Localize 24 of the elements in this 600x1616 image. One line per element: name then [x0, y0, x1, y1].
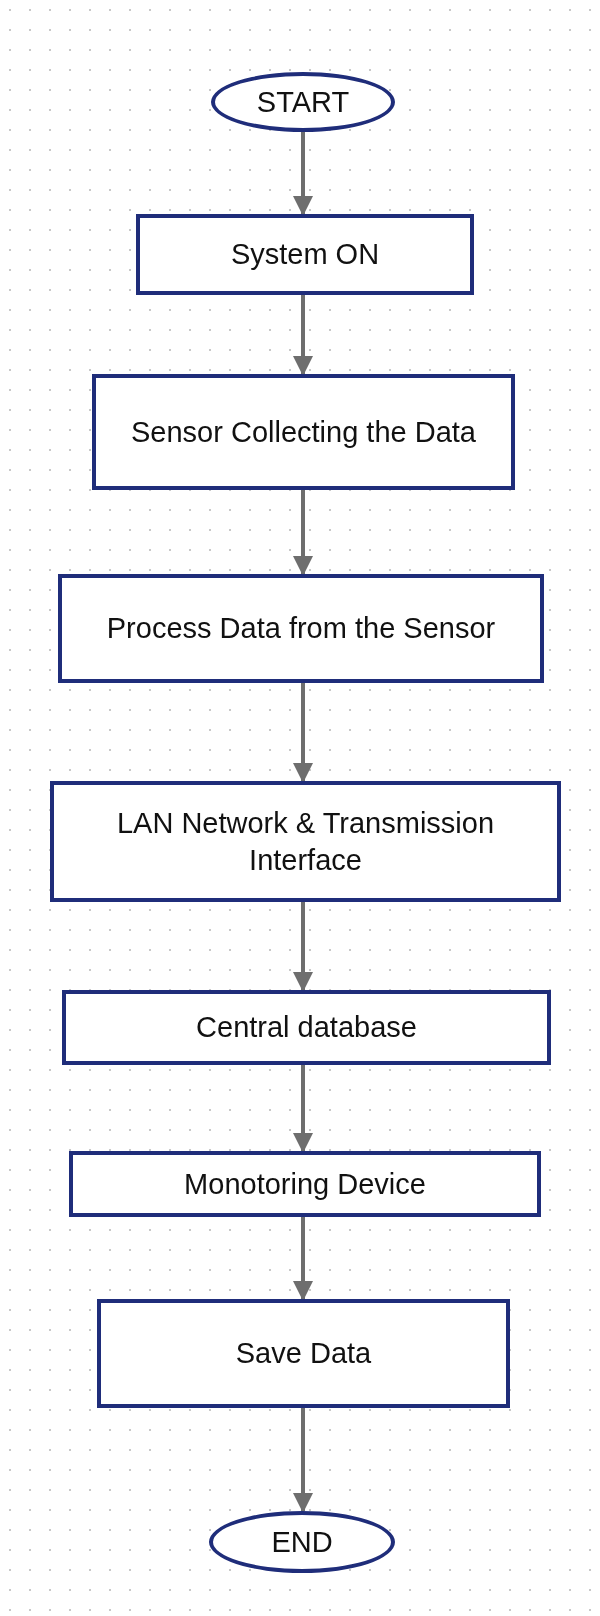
arrow	[293, 295, 313, 376]
node-label: Save Data	[235, 1336, 372, 1372]
process-box	[136, 214, 474, 295]
node-label: Central database	[196, 1010, 417, 1046]
node-label: START	[256, 84, 350, 120]
node-label: LAN Network & Transmission Interface	[115, 806, 496, 878]
arrow	[293, 1217, 313, 1301]
node-label: Monotoring Device	[184, 1166, 426, 1202]
node-label: Process Data from the Sensor	[106, 611, 496, 647]
arrow	[293, 490, 313, 576]
process-box	[69, 1151, 541, 1217]
arrow	[293, 1065, 313, 1153]
arrow	[293, 132, 313, 216]
process-box	[50, 781, 561, 902]
node-label: Sensor Collecting the Data	[131, 414, 476, 450]
process-box	[97, 1299, 510, 1408]
node-label: END	[271, 1524, 333, 1560]
arrow	[293, 1408, 313, 1513]
process-box	[58, 574, 544, 683]
arrow	[293, 902, 313, 992]
node-label: System ON	[230, 237, 380, 273]
process-box	[62, 990, 551, 1065]
arrow	[293, 683, 313, 783]
process-box	[92, 374, 515, 490]
